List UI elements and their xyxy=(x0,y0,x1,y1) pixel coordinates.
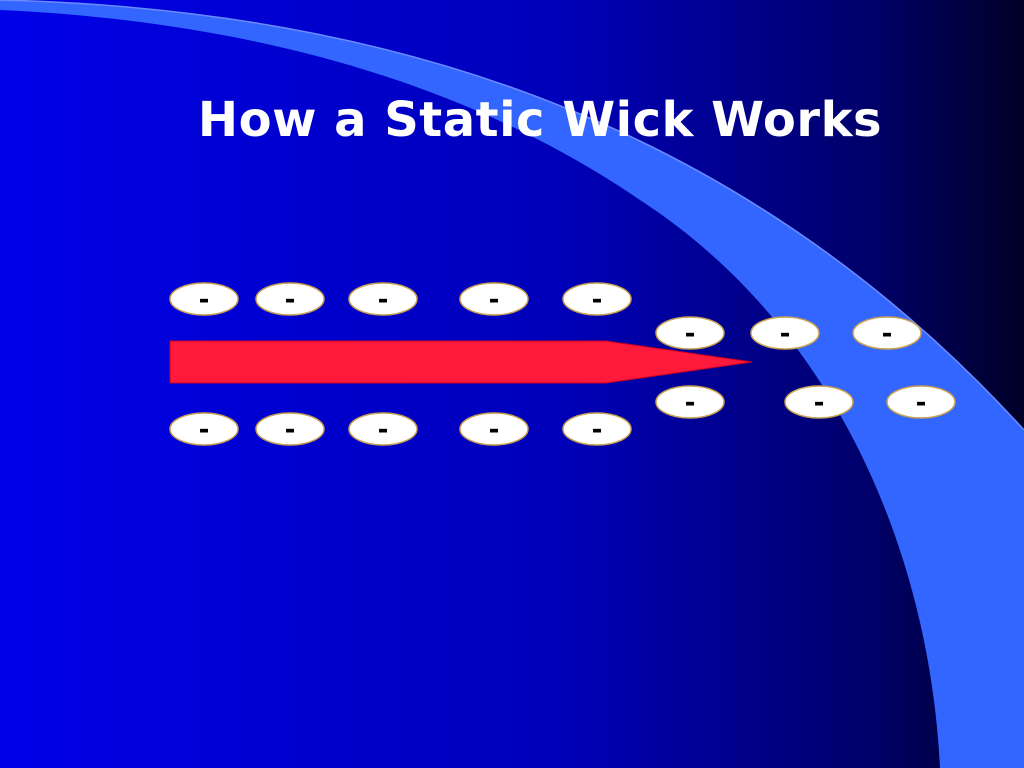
charge-symbol: - xyxy=(916,388,927,418)
negative-charge: - xyxy=(750,316,820,350)
charge-symbol: - xyxy=(685,319,696,349)
charge-symbol: - xyxy=(378,415,389,445)
negative-charge: - xyxy=(852,316,922,350)
charge-symbol: - xyxy=(780,319,791,349)
negative-charge: - xyxy=(459,412,529,446)
negative-charge: - xyxy=(348,412,418,446)
negative-charge: - xyxy=(886,385,956,419)
negative-charge: - xyxy=(784,385,854,419)
charge-symbol: - xyxy=(378,285,389,315)
negative-charge: - xyxy=(255,412,325,446)
negative-charge: - xyxy=(348,282,418,316)
negative-charge: - xyxy=(255,282,325,316)
negative-charge: - xyxy=(459,282,529,316)
charge-tip-cluster: - - - - - - xyxy=(655,316,956,419)
charge-symbol: - xyxy=(592,415,603,445)
negative-charge: - xyxy=(169,282,239,316)
charge-top-row: - - - - - xyxy=(169,282,632,316)
static-wick xyxy=(169,340,753,384)
charge-symbol: - xyxy=(489,415,500,445)
charge-symbol: - xyxy=(199,415,210,445)
charge-symbol: - xyxy=(285,285,296,315)
charge-bottom-row: - - - - - xyxy=(169,412,632,446)
negative-charge: - xyxy=(655,385,725,419)
charge-symbol: - xyxy=(489,285,500,315)
negative-charge: - xyxy=(562,282,632,316)
negative-charge: - xyxy=(169,412,239,446)
charge-symbol: - xyxy=(882,319,893,349)
slide-title: How a Static Wick Works xyxy=(197,92,883,148)
charge-symbol: - xyxy=(685,388,696,418)
charge-symbol: - xyxy=(285,415,296,445)
decorative-swoosh-edge xyxy=(0,0,1024,431)
charge-symbol: - xyxy=(199,285,210,315)
charge-symbol: - xyxy=(814,388,825,418)
charge-symbol: - xyxy=(592,285,603,315)
negative-charge: - xyxy=(562,412,632,446)
negative-charge: - xyxy=(655,316,725,350)
